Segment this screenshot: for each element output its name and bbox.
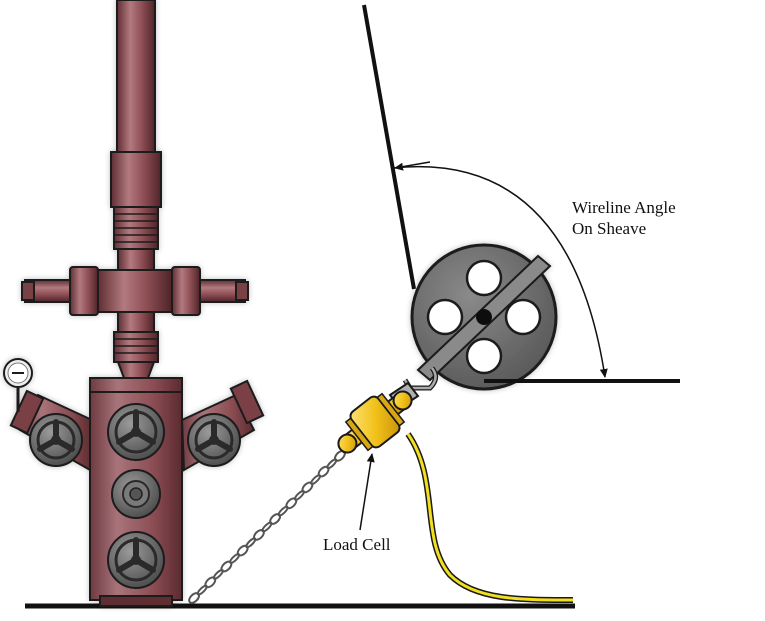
wireline-angle-label-line2: On Sheave: [572, 219, 647, 238]
valve-handwheel-lower-icon: [107, 531, 165, 589]
wireline-upper: [362, 4, 416, 290]
chain-link: [220, 560, 233, 573]
valve-handwheel-upper-icon: [107, 403, 165, 461]
load-cell-cable: [405, 432, 574, 603]
wellhead: [3, 0, 265, 607]
valve-handwheel-right-icon: [187, 413, 241, 467]
sheave-axle: [476, 309, 492, 325]
chain-link: [252, 529, 265, 541]
wellhead-upper-collar: [110, 151, 162, 208]
load-cell-pointer: [359, 453, 375, 531]
sheave: [410, 243, 558, 391]
wellhead-body-cap: [89, 377, 183, 393]
pressure-gauge-icon: [3, 358, 33, 412]
chain-link: [204, 576, 217, 589]
valve-handwheel-left-icon: [29, 413, 83, 467]
chain-link: [188, 592, 201, 604]
wellhead-top-pipe: [116, 0, 156, 153]
wireline-angle-label-line1: Wireline Angle: [572, 198, 676, 217]
chain-link: [269, 513, 282, 525]
wellhead-upper-thread: [113, 206, 159, 250]
chain-link: [236, 544, 249, 557]
wellhead-lower-thread: [113, 331, 159, 363]
valve-center-gauge-icon: [111, 469, 161, 519]
load-cell: [337, 366, 574, 603]
wireline-angle-arc: [392, 166, 608, 378]
chain-link: [285, 497, 298, 510]
load-cell-label: Load Cell: [323, 535, 391, 554]
